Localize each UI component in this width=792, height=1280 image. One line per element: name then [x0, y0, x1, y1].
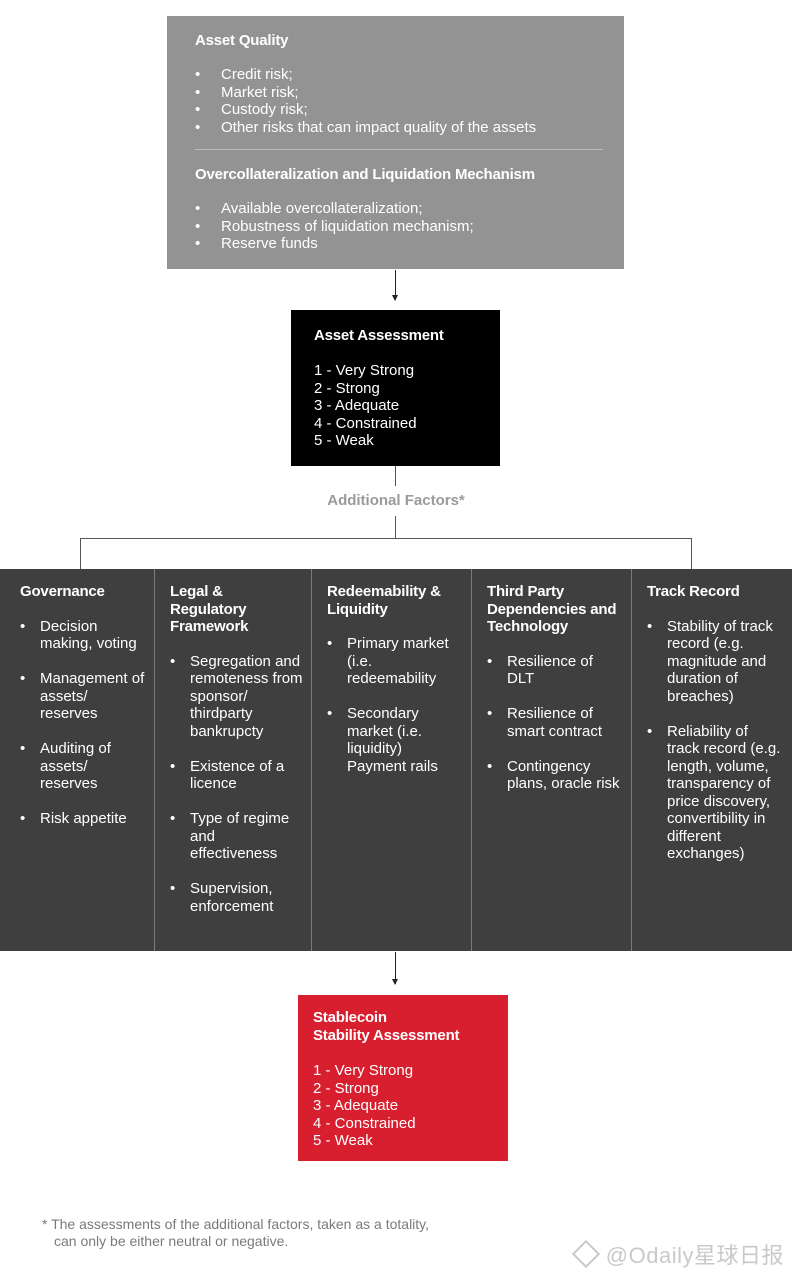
asset-quality-box: Asset Quality Credit risk; Market risk; …: [167, 16, 624, 269]
additional-factors-band: Governance Decision making, voting Manag…: [0, 569, 792, 951]
factor-list: Primary market (i.e. redeemability Secon…: [327, 635, 463, 775]
list-item: Resilience of smart contract: [487, 705, 623, 740]
list-item: Reserve funds: [195, 235, 624, 253]
factor-title: Third Party Dependencies and Technology: [487, 583, 617, 635]
list-item: Contingency plans, oracle risk: [487, 758, 623, 793]
watermark-logo-icon: [571, 1239, 600, 1269]
arrow-down-icon: [392, 952, 398, 985]
list-item: Primary market (i.e. redeemability: [327, 635, 463, 688]
list-item: Segregation and remoteness from sponsor/…: [170, 653, 303, 741]
asset-assessment-box: Asset Assessment 1 - Very Strong 2 - Str…: [291, 310, 500, 466]
rating-item: 3 - Adequate: [313, 1097, 399, 1114]
rating-item: 1 - Very Strong: [313, 1062, 414, 1079]
factor-track-record: Track Record Stability of track record (…: [632, 569, 792, 951]
factor-list: Stability of track record (e.g. magnitud…: [647, 618, 784, 863]
list-item: Secondary market (i.e. liquidity) Paymen…: [327, 705, 463, 775]
rating-item: 1 - Very Strong: [314, 362, 415, 379]
stability-assessment-title-line1: Stablecoin: [313, 1009, 387, 1026]
connector-line: [80, 538, 81, 569]
list-item: Risk appetite: [20, 810, 146, 828]
footnote: * The assessments of the additional fact…: [42, 1216, 442, 1250]
connector-line: [80, 538, 692, 539]
list-item: Resilience of DLT: [487, 653, 623, 688]
list-item: Auditing of assets/ reserves: [20, 740, 146, 793]
stability-rating-list: 1 - Very Strong 2 - Strong 3 - Adequate …: [313, 1062, 508, 1150]
asset-rating-list: 1 - Very Strong 2 - Strong 3 - Adequate …: [314, 362, 500, 450]
arrow-down-icon: [392, 270, 398, 301]
list-item: Reliability of track record (e.g. length…: [647, 723, 784, 863]
factor-title: Track Record: [647, 583, 740, 600]
list-item: Robustness of liquidation mechanism;: [195, 218, 624, 236]
factor-list: Segregation and remoteness from sponsor/…: [170, 653, 303, 916]
factor-list: Resilience of DLT Resilience of smart co…: [487, 653, 623, 793]
connector-line: [395, 466, 396, 486]
factor-title: Governance: [20, 583, 105, 600]
list-item: Custody risk;: [195, 101, 624, 119]
list-item: Stability of track record (e.g. magnitud…: [647, 618, 784, 706]
connector-line: [395, 516, 396, 538]
rating-item: 5 - Weak: [313, 1132, 373, 1149]
overcollateralization-title: Overcollateralization and Liquidation Me…: [195, 166, 535, 183]
rating-item: 4 - Constrained: [313, 1114, 416, 1132]
asset-quality-title: Asset Quality: [195, 32, 289, 49]
list-item: Existence of a licence: [170, 758, 303, 793]
list-item: Supervision, enforcement: [170, 880, 303, 915]
list-item: Decision making, voting: [20, 618, 146, 653]
list-item: Management of assets/ reserves: [20, 670, 146, 723]
list-item: Market risk;: [195, 84, 624, 102]
factor-legal-regulatory: Legal & Regulatory Framework Segregation…: [155, 569, 312, 951]
factor-title: Legal & Regulatory Framework: [170, 583, 249, 635]
connector-line: [691, 538, 692, 569]
additional-factors-label: Additional Factors*: [327, 492, 465, 509]
stability-assessment-title-line2: Stability Assessment: [313, 1027, 460, 1044]
stability-assessment-box: Stablecoin Stability Assessment 1 - Very…: [298, 995, 508, 1161]
factor-title: Redeemability & Liquidity: [327, 583, 441, 618]
rating-item: 4 - Constrained: [314, 414, 417, 432]
footnote-text: * The assessments of the additional fact…: [42, 1216, 430, 1249]
list-item: Available overcollateralization;: [195, 200, 624, 218]
list-item: Type of regime and effectiveness: [170, 810, 303, 863]
list-item: Credit risk;: [195, 66, 624, 84]
asset-quality-list: Credit risk; Market risk; Custody risk; …: [195, 66, 624, 136]
overcollateralization-list: Available overcollateralization; Robustn…: [195, 200, 624, 253]
factor-list: Decision making, voting Management of as…: [20, 618, 146, 828]
list-item: Other risks that can impact quality of t…: [195, 119, 624, 137]
asset-assessment-title: Asset Assessment: [314, 327, 444, 344]
rating-item: 2 - Strong: [314, 379, 380, 397]
rating-item: 5 - Weak: [314, 432, 374, 449]
section-divider: [195, 149, 603, 150]
watermark: @Odaily星球日报: [571, 1238, 784, 1270]
rating-item: 3 - Adequate: [314, 397, 400, 414]
watermark-text: @Odaily星球日报: [605, 1243, 784, 1268]
factor-redeemability-liquidity: Redeemability & Liquidity Primary market…: [312, 569, 472, 951]
rating-item: 2 - Strong: [313, 1079, 379, 1097]
factor-third-party-technology: Third Party Dependencies and Technology …: [472, 569, 632, 951]
factor-governance: Governance Decision making, voting Manag…: [0, 569, 155, 951]
